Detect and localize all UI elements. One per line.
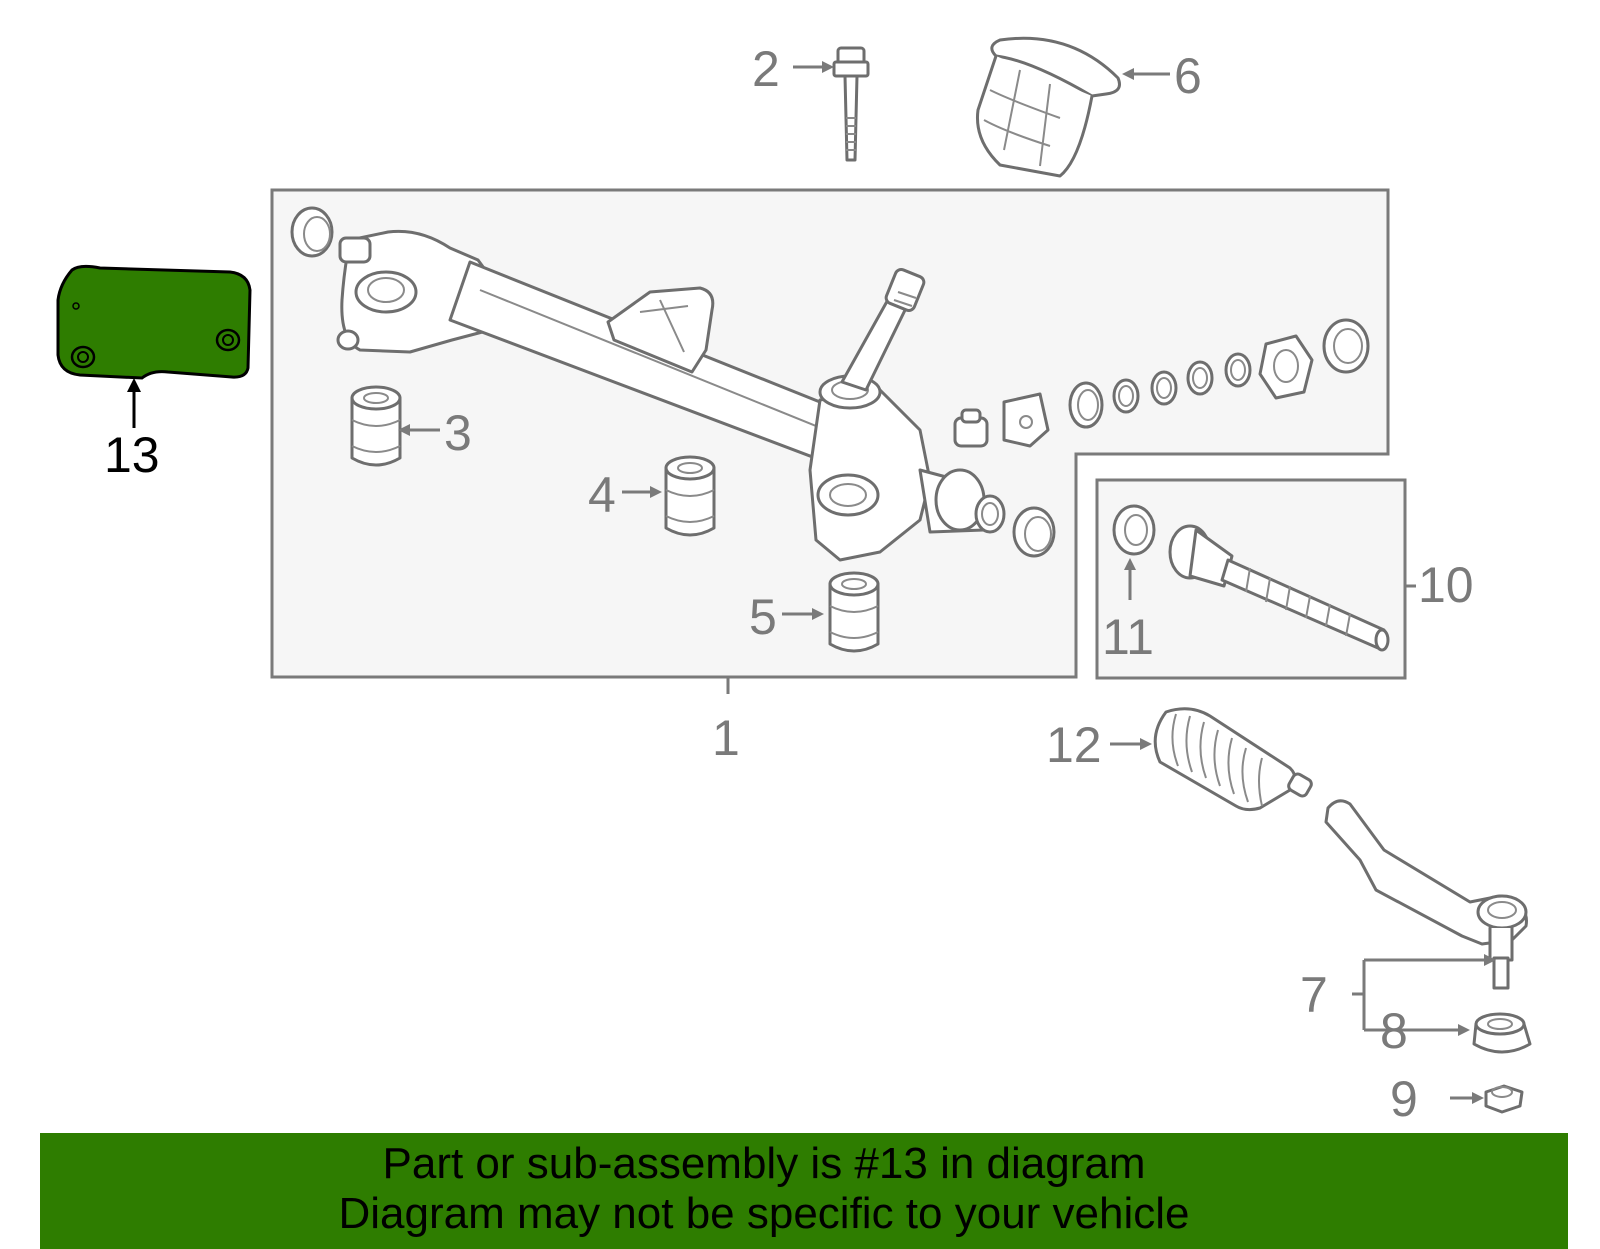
callout-9: 9: [1390, 1071, 1418, 1127]
callout-13: 13: [104, 427, 160, 483]
callout-7: 7: [1300, 967, 1328, 1023]
arrowhead-13: [127, 378, 141, 392]
part-9-nut[interactable]: [1484, 1084, 1524, 1114]
part-1-yoke[interactable]: [1002, 392, 1050, 448]
part-12-bellows-boot[interactable]: [1153, 707, 1313, 812]
part-3-bushing[interactable]: [350, 385, 402, 467]
part-2-bolt[interactable]: [832, 46, 870, 162]
callout-8: 8: [1380, 1003, 1408, 1059]
part-6-boot[interactable]: [975, 36, 1121, 178]
callout-12: 12: [1046, 717, 1102, 773]
part-1-seal-row[interactable]: [1068, 352, 1252, 429]
callout-5: 5: [749, 589, 777, 645]
callout-4: 4: [588, 467, 616, 523]
callout-1: 1: [712, 710, 740, 766]
part-1-plug[interactable]: [953, 408, 989, 448]
part-8-dust-seal[interactable]: [1472, 1012, 1532, 1054]
callout-10: 10: [1418, 557, 1474, 613]
part-11-washer[interactable]: [1112, 504, 1156, 556]
info-banner: Part or sub-assembly is #13 in diagram D…: [40, 1133, 1568, 1249]
banner-line-1: Part or sub-assembly is #13 in diagram: [382, 1139, 1146, 1188]
banner-line-2: Diagram may not be specific to your vehi…: [338, 1189, 1190, 1238]
callout-3: 3: [444, 405, 472, 461]
part-4-bushing[interactable]: [664, 455, 716, 537]
callout-6: 6: [1174, 48, 1202, 104]
part-13-bracket[interactable]: [56, 264, 252, 380]
callout-2: 2: [752, 41, 780, 97]
part-7-tie-rod-end[interactable]: [1324, 799, 1528, 990]
callout-11: 11: [1102, 609, 1154, 665]
part-1-locknut[interactable]: [1258, 334, 1314, 400]
part-10-inner-tie-rod[interactable]: [1168, 524, 1390, 652]
part-1-rack-housing[interactable]: [290, 206, 1056, 562]
part-5-bushing[interactable]: [828, 571, 880, 653]
part-1-end-seal[interactable]: [1322, 318, 1370, 374]
